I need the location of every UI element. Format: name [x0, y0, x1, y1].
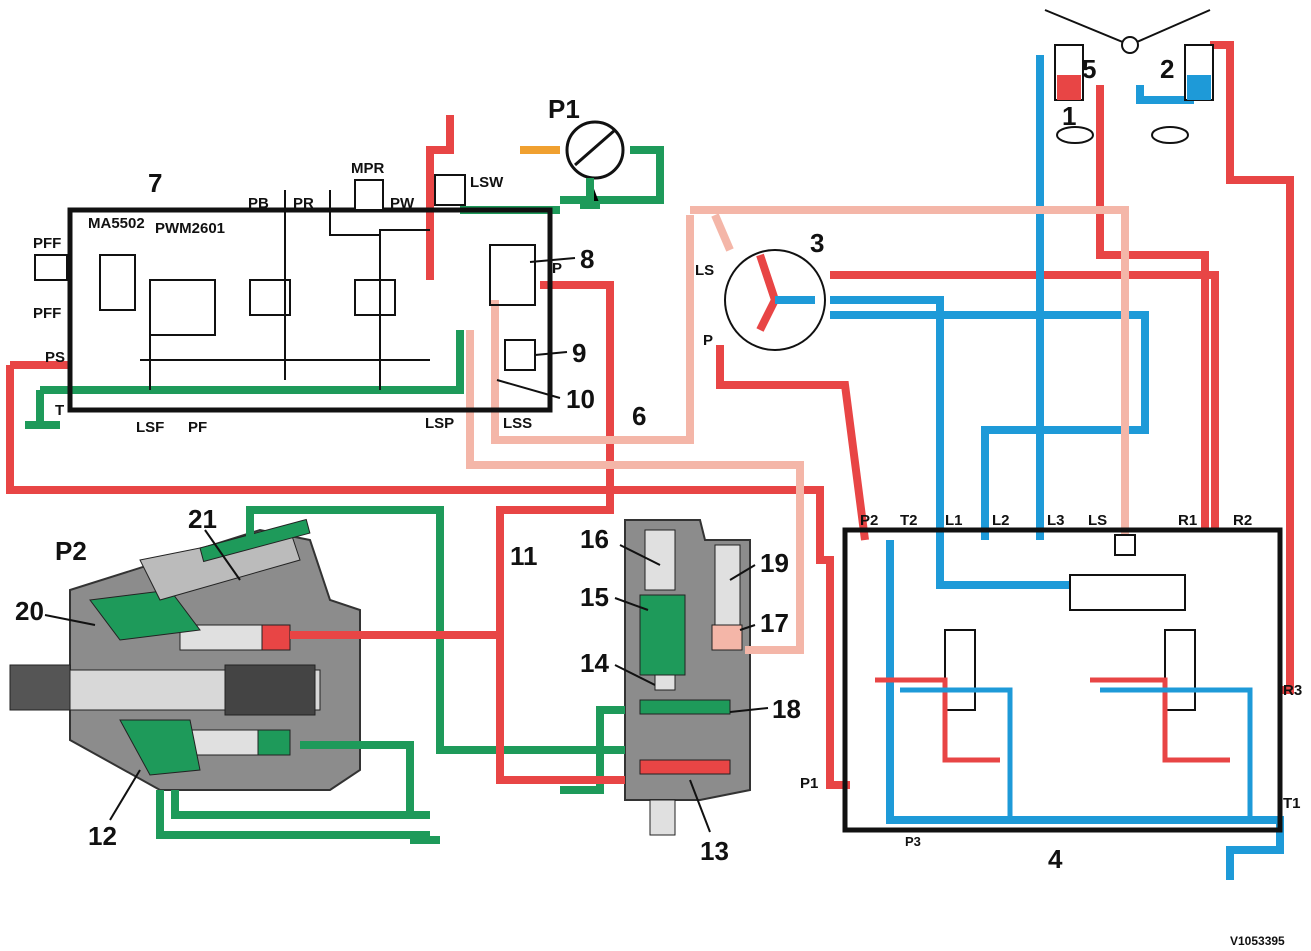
- label-block4-t1: T1: [1283, 795, 1301, 812]
- pressure-lines: [6, 41, 1294, 789]
- label-c18: 18: [772, 694, 801, 724]
- return-lines: [830, 45, 1284, 880]
- label-steering-ls: LS: [695, 262, 714, 279]
- label-block4-r3: R3: [1283, 682, 1302, 699]
- label-pr: PR: [293, 195, 314, 212]
- label-c12: 12: [88, 821, 117, 851]
- label-lsw: LSW: [470, 174, 504, 191]
- control-block-4: [842, 527, 1283, 833]
- pump-p1: [520, 120, 625, 209]
- label-c2: 2: [1160, 54, 1174, 84]
- label-block4-p3: P3: [905, 834, 921, 849]
- label-c17: 17: [760, 608, 789, 638]
- label-pw: PW: [390, 195, 415, 212]
- label-c13: 13: [700, 836, 729, 866]
- label-c5: 5: [1082, 54, 1096, 84]
- label-c15: 15: [580, 582, 609, 612]
- label-block4-ls: LS: [1088, 512, 1107, 529]
- label-c4: 4: [1048, 844, 1063, 874]
- pump-p2-housing: [9, 518, 361, 791]
- label-steering-p: P: [703, 332, 713, 349]
- label-pb: PB: [248, 195, 269, 212]
- steering-unit-3: [724, 249, 826, 351]
- label-c9: 9: [572, 338, 586, 368]
- block-4-lines: [875, 677, 1253, 820]
- label-c11: 11: [510, 541, 538, 571]
- drain-lines: [36, 146, 664, 839]
- mpr-port-box: [354, 179, 384, 211]
- label-c16: 16: [580, 524, 609, 554]
- label-c21: 21: [188, 504, 217, 534]
- cylinders: [1044, 9, 1214, 144]
- label-pf: PF: [188, 419, 207, 436]
- label-pwm2601: PWM2601: [155, 220, 225, 237]
- reference-code: V1053395: [1230, 934, 1285, 948]
- label-block4-p1: P1: [800, 775, 818, 792]
- block-4-internals: [944, 534, 1196, 711]
- label-c14: 14: [580, 648, 609, 678]
- label-p-block7: P: [552, 260, 562, 277]
- label-block4-l2: L2: [992, 512, 1010, 529]
- label-t: T: [55, 402, 64, 419]
- label-c20: 20: [15, 596, 44, 626]
- valve-13-19-body: [624, 519, 751, 836]
- label-c19: 19: [760, 548, 789, 578]
- label-mpr: MPR: [351, 160, 385, 177]
- label-block4-p2: P2: [860, 512, 878, 529]
- label-block4-l1: L1: [945, 512, 963, 529]
- pff-port-box: [34, 254, 68, 281]
- label-pff-top: PFF: [33, 235, 61, 252]
- label-lsp: LSP: [425, 415, 454, 432]
- leader-lines: [44, 257, 769, 833]
- label-pff-bottom: PFF: [33, 305, 61, 322]
- label-lsf: LSF: [136, 419, 164, 436]
- label-block4-r1: R1: [1178, 512, 1197, 529]
- load-sense-lines: [466, 206, 1129, 654]
- label-pump-p2: P2: [55, 536, 87, 566]
- control-block-7: [67, 207, 553, 413]
- label-lss: LSS: [503, 415, 532, 432]
- label-c7: 7: [148, 168, 162, 198]
- label-block4-t2: T2: [900, 512, 918, 529]
- label-ma5502: MA5502: [88, 215, 145, 232]
- block-7-internals: [99, 174, 536, 390]
- label-c3: 3: [810, 228, 824, 258]
- label-block4-l3: L3: [1047, 512, 1065, 529]
- label-c8: 8: [580, 244, 594, 274]
- label-ps: PS: [45, 349, 65, 366]
- label-c1: 1: [1062, 101, 1076, 131]
- label-c6: 6: [632, 401, 646, 431]
- label-pump-p1: P1: [548, 94, 580, 124]
- label-c10: 10: [566, 384, 595, 414]
- label-block4-r2: R2: [1233, 512, 1252, 529]
